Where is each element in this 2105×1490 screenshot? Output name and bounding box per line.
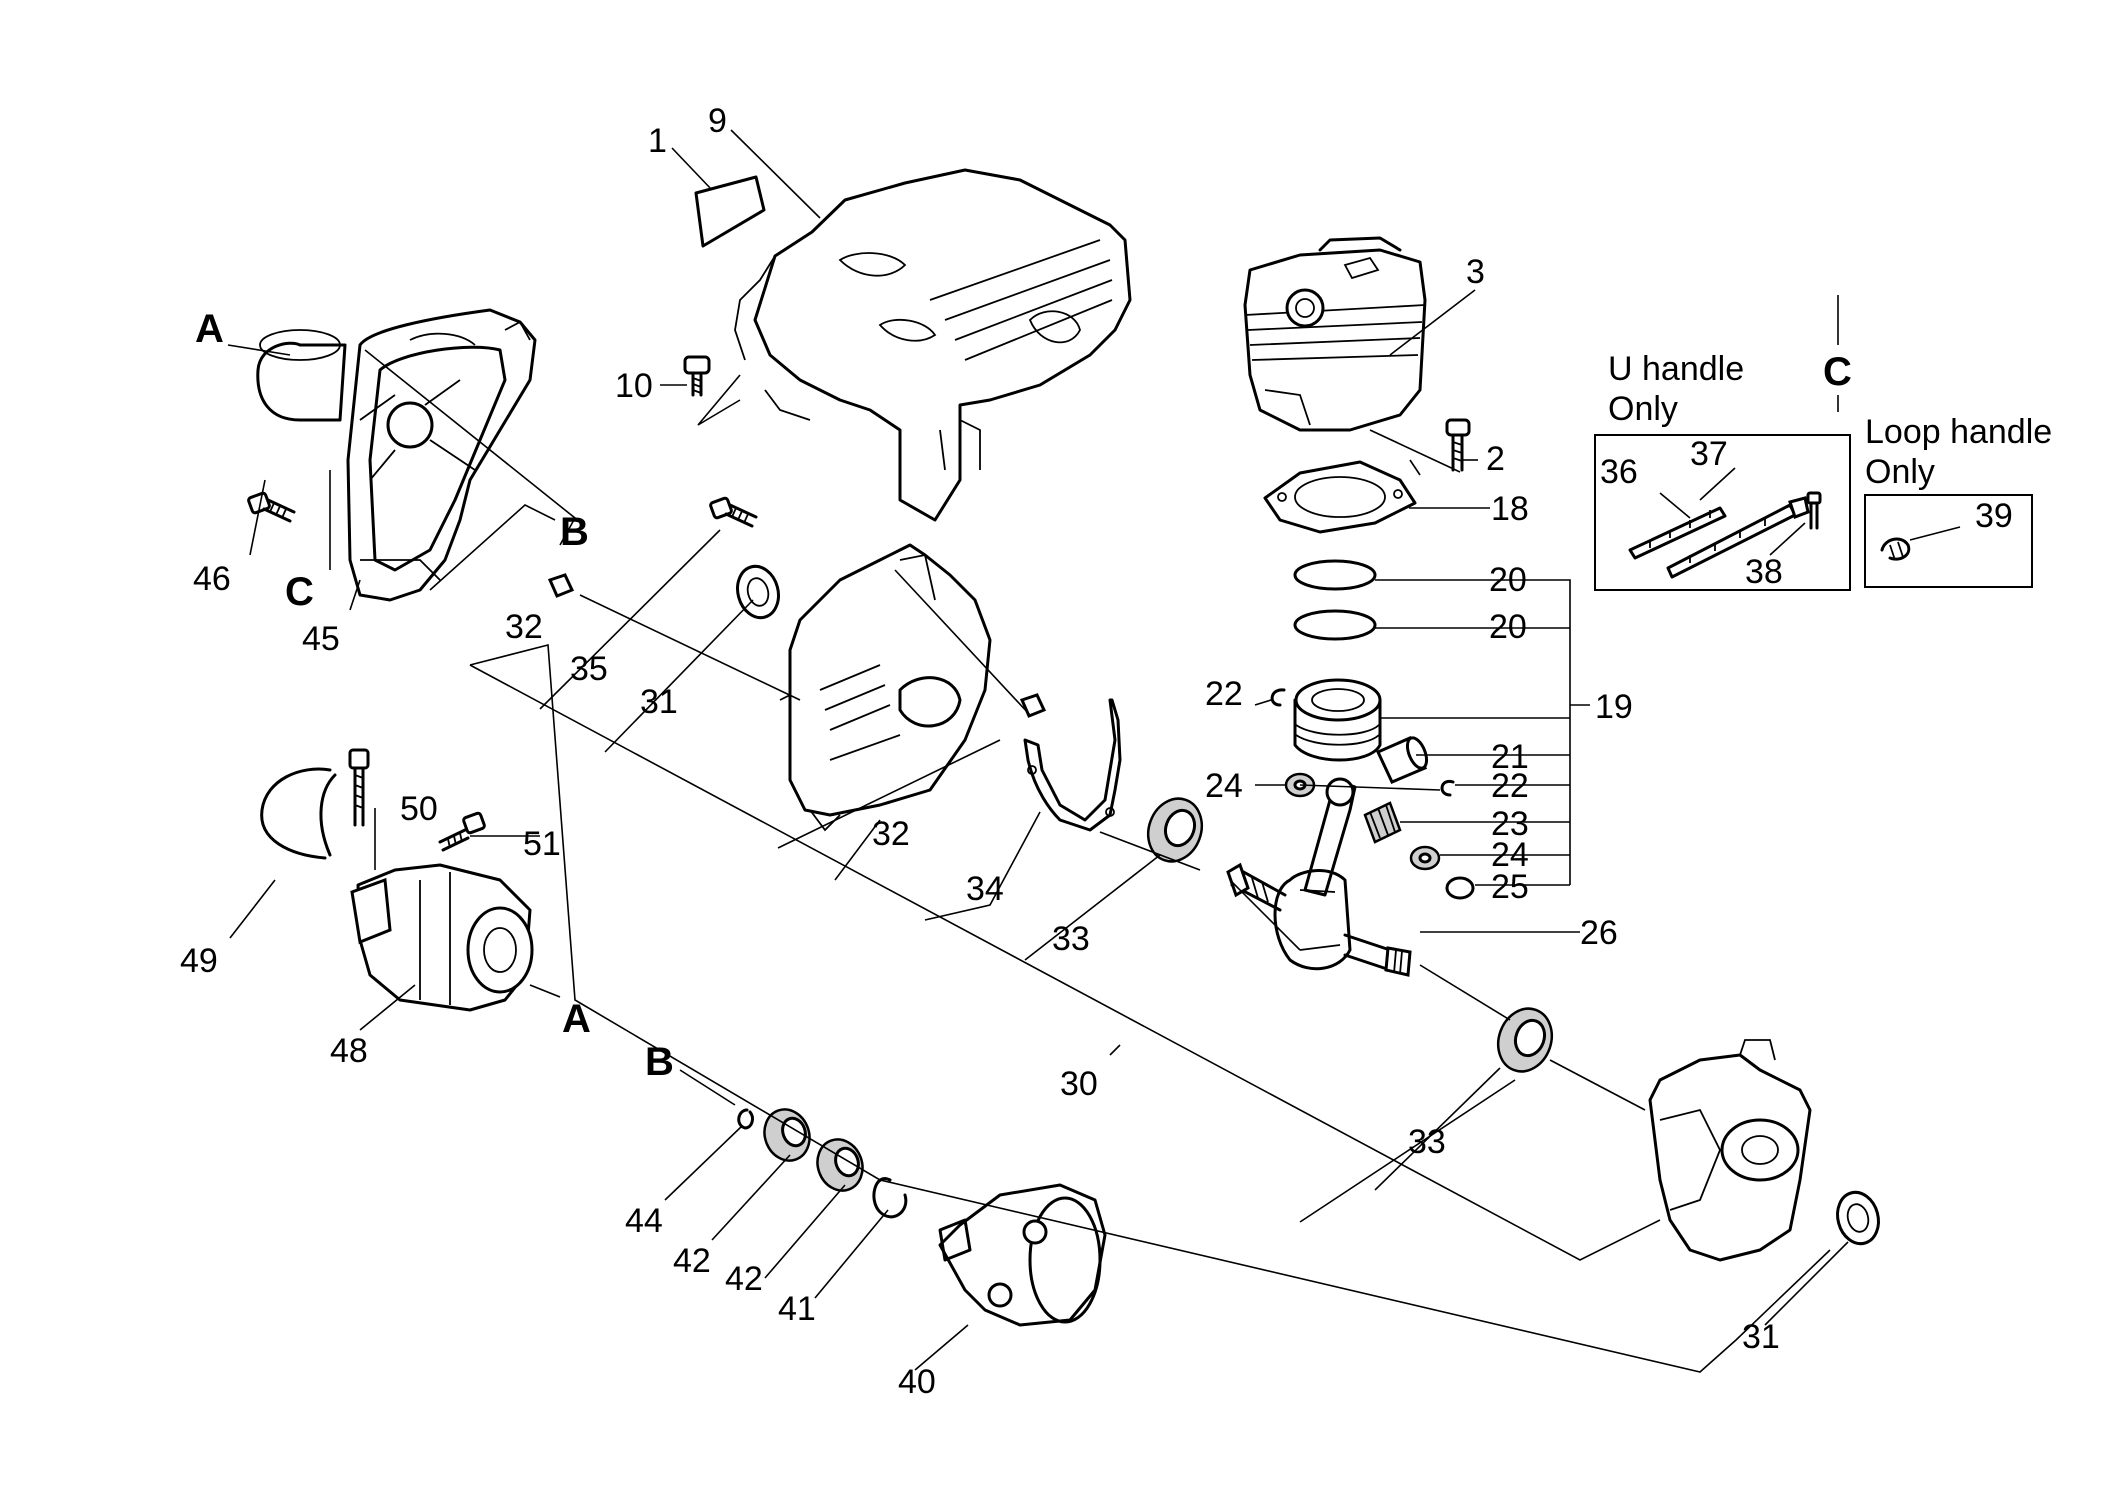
leader-lines bbox=[227, 129, 1961, 1373]
label-10: 10 bbox=[615, 367, 653, 405]
label-22-a: 22 bbox=[1205, 675, 1243, 713]
u-handle-option-box bbox=[1594, 434, 1851, 591]
part-33-bearings bbox=[1146, 797, 1554, 1073]
caption-loop-handle-only: Only bbox=[1865, 453, 1935, 491]
label-9: 9 bbox=[708, 102, 727, 140]
label-38: 38 bbox=[1745, 553, 1783, 591]
loop-handle-option-box bbox=[1864, 494, 2033, 588]
label-40: 40 bbox=[898, 1363, 936, 1401]
part-32-dowel-pins bbox=[547, 573, 1047, 718]
label-32-b: 32 bbox=[872, 815, 910, 853]
label-51: 51 bbox=[523, 825, 561, 863]
part-24-washers bbox=[1284, 772, 1441, 871]
part-49-snap-ring bbox=[260, 767, 337, 860]
crankcase-half-right bbox=[1648, 1039, 1812, 1262]
part-48-clutch-housing bbox=[350, 863, 534, 1012]
label-34: 34 bbox=[966, 870, 1004, 908]
caption-u-handle-only: Only bbox=[1608, 390, 1678, 428]
part-22-clips bbox=[1270, 688, 1455, 797]
part-45-fan-housing bbox=[256, 308, 537, 602]
label-35: 35 bbox=[570, 650, 608, 688]
label-39: 39 bbox=[1975, 497, 2013, 535]
label-33-b: 33 bbox=[1408, 1123, 1446, 1161]
label-19: 19 bbox=[1595, 688, 1633, 726]
part-51-bolt bbox=[438, 811, 486, 852]
part-35-bolt bbox=[709, 496, 758, 528]
ref-c-left: C bbox=[285, 570, 314, 614]
part-41-circlip bbox=[872, 1177, 908, 1219]
label-36: 36 bbox=[1600, 453, 1638, 491]
part-26-crankshaft bbox=[1226, 777, 1412, 977]
part-number-labels: 1 9 3 10 2 18 20 20 19 22 21 22 24 23 24… bbox=[180, 102, 2013, 1401]
option-captions: U handle Only Loop handle Only bbox=[1608, 350, 2052, 491]
label-20-b: 20 bbox=[1489, 608, 1527, 646]
label-31-a: 31 bbox=[640, 683, 678, 721]
label-30: 30 bbox=[1060, 1065, 1098, 1103]
ref-b-bottom: B bbox=[645, 1040, 674, 1084]
ref-b-top: B bbox=[560, 510, 589, 554]
label-41: 41 bbox=[778, 1290, 816, 1328]
label-45: 45 bbox=[302, 620, 340, 658]
part-18-gasket bbox=[1263, 460, 1417, 534]
ref-c-right: C bbox=[1823, 350, 1852, 394]
label-3: 3 bbox=[1466, 253, 1485, 291]
label-18: 18 bbox=[1491, 490, 1529, 528]
part-31-oil-seals bbox=[736, 564, 1880, 1246]
part-3-cylinder bbox=[1243, 236, 1427, 432]
part-2-screw bbox=[1445, 418, 1471, 472]
ref-a-top: A bbox=[195, 307, 224, 351]
label-42-b: 42 bbox=[725, 1260, 763, 1298]
label-50: 50 bbox=[400, 790, 438, 828]
part-46-bolt bbox=[247, 491, 296, 523]
part-19-piston bbox=[1293, 678, 1382, 762]
label-23: 23 bbox=[1491, 805, 1529, 843]
label-1: 1 bbox=[648, 122, 667, 160]
part-10-screw bbox=[683, 355, 711, 397]
label-24-a: 24 bbox=[1205, 767, 1243, 805]
label-37: 37 bbox=[1690, 435, 1728, 473]
reference-letters: A B C A B C bbox=[195, 307, 1852, 1084]
label-22-b: 22 bbox=[1491, 767, 1529, 805]
part-23-needle-bearing bbox=[1363, 801, 1402, 844]
part-40-clutch-drum bbox=[938, 1183, 1107, 1327]
ref-a-bottom: A bbox=[562, 997, 591, 1041]
label-32-a: 32 bbox=[505, 608, 543, 646]
label-49: 49 bbox=[180, 942, 218, 980]
label-2: 2 bbox=[1486, 440, 1505, 478]
part-25-thrust-washer bbox=[1445, 876, 1475, 900]
caption-u-handle: U handle bbox=[1608, 350, 1744, 388]
label-33-a: 33 bbox=[1052, 920, 1090, 958]
part-34-gasket bbox=[1023, 698, 1122, 832]
part-44-circlip bbox=[737, 1108, 754, 1130]
part-50-bolt bbox=[348, 748, 370, 827]
label-48: 48 bbox=[330, 1032, 368, 1070]
label-25: 25 bbox=[1491, 868, 1529, 906]
part-9-top-cover bbox=[734, 168, 1132, 522]
label-21: 21 bbox=[1491, 738, 1529, 776]
label-26: 26 bbox=[1580, 914, 1618, 952]
part-42-bearings bbox=[763, 1108, 864, 1192]
label-31-b: 31 bbox=[1742, 1318, 1780, 1356]
part-1-plate bbox=[694, 175, 766, 248]
label-20-a: 20 bbox=[1489, 561, 1527, 599]
part-20-piston-rings bbox=[1293, 559, 1377, 641]
crankcase-half-left bbox=[779, 543, 992, 832]
label-44: 44 bbox=[625, 1202, 663, 1240]
part-21-piston-pin bbox=[1375, 736, 1429, 784]
label-46: 46 bbox=[193, 560, 231, 598]
label-42-a: 42 bbox=[673, 1242, 711, 1280]
caption-loop-handle: Loop handle bbox=[1865, 413, 2052, 451]
label-24-b: 24 bbox=[1491, 836, 1529, 874]
